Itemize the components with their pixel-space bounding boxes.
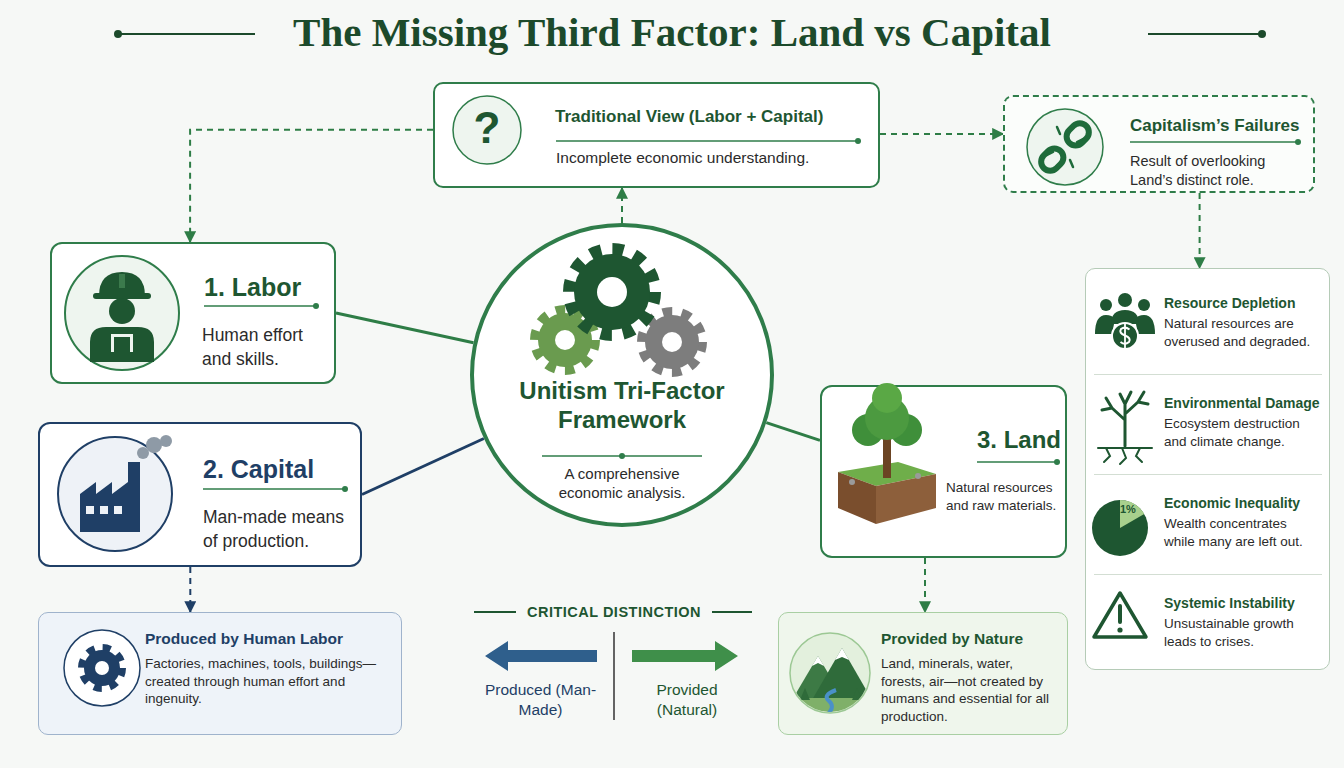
node-text: Natural resources and raw materials. bbox=[946, 479, 1064, 515]
node-heading: Economic Inequality bbox=[1164, 495, 1322, 513]
solid-connector bbox=[766, 423, 820, 441]
distinction-graphic bbox=[485, 641, 597, 671]
failures-panel: Resource DepletionNatural resources are … bbox=[1085, 268, 1330, 670]
distinction-graphic bbox=[474, 612, 752, 720]
failure-item: Environmental DamageEcosystem destructio… bbox=[1094, 379, 1322, 475]
dashed-connector bbox=[924, 558, 926, 612]
node-text: Factories, machines, tools, buildings—cr… bbox=[145, 655, 393, 708]
distinction-graphic bbox=[712, 611, 752, 613]
failure-item: Resource DepletionNatural resources are … bbox=[1094, 279, 1322, 375]
diagram-title: The Missing Third Factor: Land vs Capita… bbox=[0, 8, 1344, 57]
node-text: Natural resources are overused and degra… bbox=[1164, 315, 1319, 350]
section-label: CRITICAL DISTINCTION bbox=[514, 603, 714, 621]
distinction-graphic bbox=[613, 632, 615, 720]
node-heading: Produced by Human Labor bbox=[145, 629, 395, 648]
node-heading: Resource Depletion bbox=[1164, 295, 1322, 313]
solid-connector bbox=[362, 439, 484, 495]
dashed-connector bbox=[621, 188, 623, 223]
arrow-label: Provided (Natural) bbox=[627, 680, 747, 720]
node-heading: Environmental Damage bbox=[1164, 395, 1322, 413]
node-text: Unsustainable growth leads to crises. bbox=[1164, 615, 1319, 650]
node-heading: Traditional View (Labor + Capital) bbox=[555, 106, 875, 127]
title-rule bbox=[1148, 33, 1262, 35]
node-heading: 1. Labor bbox=[204, 272, 334, 303]
solid-connector bbox=[336, 313, 474, 343]
node-heading: Unitism Tri-Factor Framework bbox=[487, 377, 757, 435]
dashed-connector bbox=[1199, 193, 1201, 268]
node-heading: Provided by Nature bbox=[881, 629, 1061, 648]
node-heading: 3. Land bbox=[977, 425, 1067, 455]
node-text: Ecosystem destruction and climate change… bbox=[1164, 415, 1319, 450]
callout-box: Capitalism’s FailuresResult of overlooki… bbox=[1003, 95, 1315, 193]
detail-box: Provided by NatureLand, minerals, water,… bbox=[778, 612, 1068, 735]
title-rule bbox=[114, 30, 122, 38]
title-rule bbox=[118, 33, 255, 35]
node-text: A comprehensive economic analysis. bbox=[532, 465, 712, 503]
dashed-connector bbox=[880, 133, 1003, 135]
dashed-connector bbox=[189, 567, 191, 612]
dashed-connector bbox=[190, 130, 433, 242]
node-text: Human effort and skills. bbox=[202, 324, 327, 371]
factor-box: 3. LandNatural resources and raw materia… bbox=[820, 385, 1067, 558]
factor-box: 2. CapitalMan-made means of production. bbox=[38, 422, 362, 567]
distinction-graphic bbox=[632, 641, 738, 671]
hub-circle: Unitism Tri-Factor Framework A comprehens… bbox=[470, 223, 774, 527]
title-rule bbox=[1258, 30, 1266, 38]
detail-box: Produced by Human LaborFactories, machin… bbox=[38, 612, 402, 735]
failure-item: Systemic InstabilityUnsustainable growth… bbox=[1094, 579, 1322, 661]
pie-value: 1% bbox=[1120, 503, 1136, 517]
node-text: Wealth concentrates while many are left … bbox=[1164, 515, 1319, 550]
node-heading: 2. Capital bbox=[203, 454, 353, 485]
failure-item: Economic InequalityWealth concentrates w… bbox=[1094, 479, 1322, 575]
distinction-graphic bbox=[474, 611, 516, 613]
node-text: Man-made means of production. bbox=[203, 506, 353, 553]
icon-glyph: ? bbox=[467, 104, 507, 152]
node-heading: Systemic Instability bbox=[1164, 595, 1322, 613]
factor-box: 1. LaborHuman effort and skills. bbox=[50, 242, 336, 384]
node-text: Result of overlooking Land’s distinct ro… bbox=[1130, 152, 1308, 190]
node-heading: Capitalism’s Failures bbox=[1130, 115, 1310, 136]
node-text: Incomplete economic understanding. bbox=[556, 148, 866, 167]
node-text: Land, minerals, water, forests, air—not … bbox=[881, 655, 1061, 725]
arrow-label: Produced (Man-Made) bbox=[478, 680, 603, 720]
